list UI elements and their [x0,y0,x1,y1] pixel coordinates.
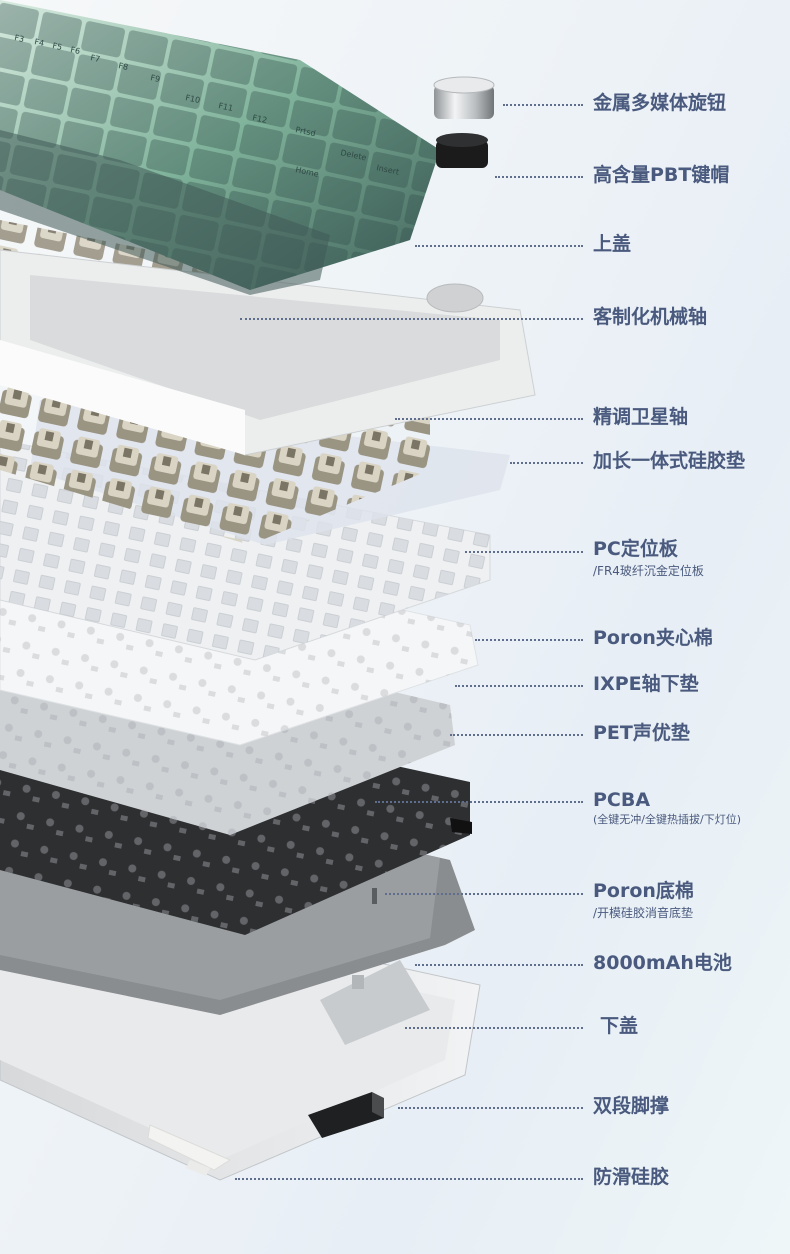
callout-label: Poron夹心棉 [593,627,713,649]
callout-label: 高含量PBT键帽 [593,164,730,186]
callout-label: 双段脚撑 [593,1095,670,1117]
key-legend: F4 [34,37,45,48]
leader-line [375,801,583,803]
metal-knob-icon [433,76,495,119]
leader-line [475,639,583,641]
key-legend: Prtsd [295,125,317,138]
callout-sub-label: /开模硅胶消音底垫 [593,906,694,920]
callout-bottom-case: 下盖 [0,1017,790,1036]
keycaps [0,0,440,295]
leader-line [398,1107,583,1109]
key-legend: F7 [90,53,101,64]
key-legend: F6 [70,45,81,56]
kickstand [308,1092,384,1138]
leader-line [503,104,583,106]
leader-line [455,685,583,687]
leader-line [510,462,583,464]
key-legend: F3 [14,33,25,44]
callout-label: PC定位板 [593,538,678,560]
callout-label: 8000mAh电池 [593,952,732,974]
top-case [0,249,536,456]
leader-line [240,318,583,320]
leader-line [465,551,583,553]
key-legend: F12 [252,113,268,125]
callout-label: PCBA [593,789,651,811]
callout-label: 客制化机械轴 [593,306,708,328]
leader-line [495,176,583,178]
callout-pet: PET声优垫 [0,724,790,743]
callout-label: 防滑硅胶 [593,1166,670,1188]
callout-pcba: PCBA (全键无冲/全键热插拔/下灯位) [0,791,790,825]
callout-plate: PC定位板 /FR4玻纤沉金定位板 [0,540,790,577]
callout-silicone-feet: 防滑硅胶 [0,1168,790,1187]
callout-sub-label: (全键无冲/全键热插拔/下灯位) [593,813,741,826]
callout-label: 金属多媒体旋钮 [593,92,727,114]
callout-stabilizers: 精调卫星轴 [0,408,790,427]
key-legend: F5 [52,41,63,52]
callout-silicone-pad: 加长一体式硅胶垫 [0,452,790,471]
leader-line [405,1027,583,1029]
callout-label: IXPE轴下垫 [593,673,699,695]
fn-row-legends: F3 F4 F5 F6 F7 F8 F9 F10 F11 F12 Prtsd D… [14,33,400,179]
callout-kickstand: 双段脚撑 [0,1097,790,1116]
leader-line [385,893,583,895]
callout-battery: 8000mAh电池 [0,954,790,973]
callout-label: 精调卫星轴 [593,406,689,428]
key-legend: F9 [150,73,161,84]
leader-line [450,734,583,736]
callout-label: Poron底棉 [593,880,694,902]
key-legend: F8 [118,61,129,72]
leader-line [415,964,583,966]
callout-sub-label: /FR4玻纤沉金定位板 [593,564,704,578]
callout-top-case: 上盖 [0,235,790,254]
callout-label: PET声优垫 [593,722,690,744]
callout-poron-sandwich: Poron夹心棉 [0,629,790,648]
callout-label: 下盖 [600,1015,639,1037]
leader-line [235,1178,583,1180]
callout-keycaps: 高含量PBT键帽 [0,166,790,185]
leader-line [415,245,583,247]
key-legend: F11 [218,101,234,113]
callout-ixpe: IXPE轴下垫 [0,675,790,694]
callout-label: 上盖 [593,233,632,255]
key-legend: F10 [185,93,201,105]
callout-switches: 客制化机械轴 [0,308,790,327]
callout-knob: 金属多媒体旋钮 [0,94,790,113]
leader-line [395,418,583,420]
callout-label: 加长一体式硅胶垫 [593,450,746,472]
black-knob-icon [436,133,488,168]
callout-poron-bottom: Poron底棉 /开模硅胶消音底垫 [0,882,790,919]
anti-slip-silicone [147,1124,232,1176]
